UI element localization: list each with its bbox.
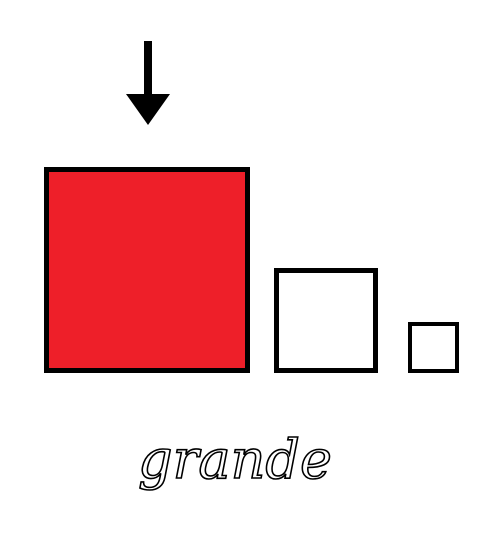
large-square (44, 167, 250, 373)
down-arrow-icon (126, 41, 170, 125)
word-text: grande (138, 428, 332, 491)
medium-square (274, 268, 378, 373)
small-square (408, 322, 459, 373)
word-label: grande (137, 428, 332, 492)
